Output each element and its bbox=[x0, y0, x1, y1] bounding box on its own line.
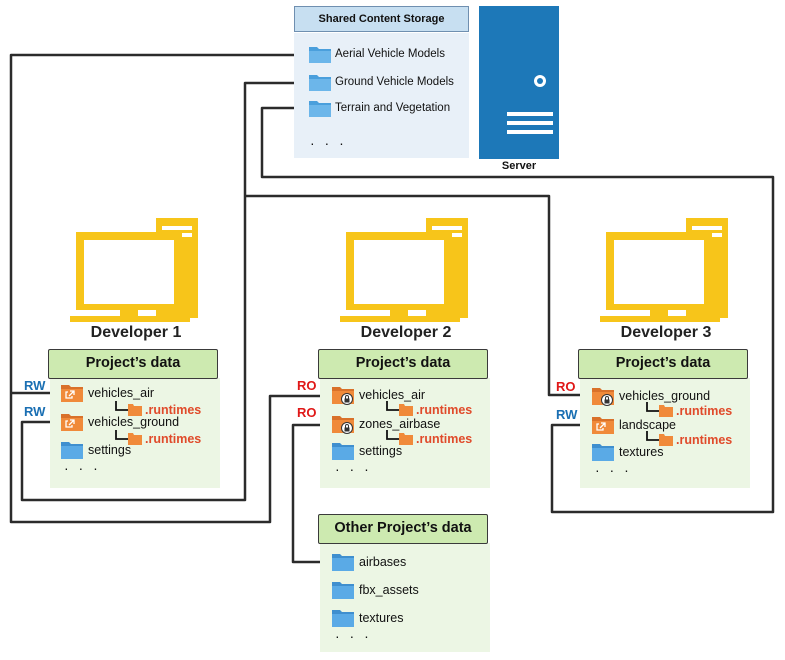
shared-storage-title: Shared Content Storage bbox=[294, 6, 469, 32]
shared-storage-panel: Aerial Vehicle Models Ground Vehicle Mod… bbox=[294, 33, 469, 158]
runtimes-subfolder[interactable]: .runtimes bbox=[658, 432, 732, 448]
folder-item-settings[interactable]: settings bbox=[60, 440, 131, 460]
storage-item-label: Ground Vehicle Models bbox=[335, 76, 454, 88]
developer-2-name: Developer 2 bbox=[360, 324, 452, 341]
wire-aerial-models bbox=[9, 53, 331, 524]
developer-1-computer-icon bbox=[70, 218, 198, 322]
folder-icon bbox=[128, 433, 142, 445]
folder-item-airbases[interactable]: airbases bbox=[331, 552, 406, 572]
folder-item-fbx-assets[interactable]: fbx_assets bbox=[331, 580, 419, 600]
tree-connector bbox=[115, 401, 128, 411]
folder-icon bbox=[128, 404, 142, 416]
developer-3-computer-icon bbox=[600, 218, 728, 322]
storage-more: · · · bbox=[310, 135, 347, 151]
linked-folder-icon bbox=[592, 417, 614, 434]
folder-icon bbox=[659, 434, 673, 446]
access-tag: RO bbox=[297, 405, 317, 420]
folder-icon bbox=[332, 443, 354, 460]
access-tag: RW bbox=[24, 404, 46, 419]
runtimes-subfolder[interactable]: .runtimes bbox=[398, 431, 472, 447]
locked-folder-icon bbox=[332, 416, 354, 434]
folder-item-landscape[interactable]: landscape bbox=[591, 415, 676, 435]
storage-item-label: Terrain and Vegetation bbox=[335, 102, 451, 114]
folder-icon bbox=[399, 433, 413, 445]
folder-icon bbox=[309, 75, 331, 91]
access-tag: RW bbox=[556, 407, 578, 422]
folder-icon bbox=[332, 554, 354, 571]
developer-2-panel-title: Project’s data bbox=[318, 349, 488, 379]
developer-1-panel-title: Project’s data bbox=[48, 349, 218, 379]
access-tag: RW bbox=[24, 378, 46, 393]
folder-item-settings[interactable]: settings bbox=[331, 441, 402, 461]
storage-item-ground[interactable]: Ground Vehicle Models bbox=[308, 71, 454, 93]
wire-other-project bbox=[291, 423, 331, 564]
developer-2-computer-icon bbox=[340, 218, 468, 322]
folder-icon bbox=[61, 442, 83, 459]
more-items: · · · bbox=[335, 628, 372, 644]
tree-connector bbox=[646, 402, 659, 412]
runtimes-subfolder[interactable]: .runtimes bbox=[658, 403, 732, 419]
access-tag: RO bbox=[556, 379, 576, 394]
folder-item-textures[interactable]: textures bbox=[591, 442, 663, 462]
folder-item-vehicles-ground[interactable]: vehicles_ground bbox=[60, 412, 179, 432]
folder-item-textures[interactable]: textures bbox=[331, 608, 403, 628]
access-tag: RO bbox=[297, 378, 317, 393]
tree-connector bbox=[386, 430, 399, 440]
folder-icon bbox=[332, 582, 354, 599]
developer-3-panel-title: Project’s data bbox=[578, 349, 748, 379]
folder-icon bbox=[399, 404, 413, 416]
tree-connector bbox=[115, 430, 128, 440]
wire-terrain bbox=[260, 106, 775, 514]
linked-folder-icon bbox=[61, 414, 83, 431]
more-items: · · · bbox=[595, 462, 632, 478]
folder-item-zones-airbase[interactable]: zones_airbase bbox=[331, 414, 440, 434]
server-label: Server bbox=[501, 160, 537, 172]
locked-folder-icon bbox=[592, 388, 614, 406]
folder-icon bbox=[332, 610, 354, 627]
tree-connector bbox=[386, 401, 399, 411]
tree-connector bbox=[646, 431, 659, 441]
developer-1-name: Developer 1 bbox=[90, 324, 182, 341]
folder-icon bbox=[309, 47, 331, 63]
more-items: · · · bbox=[335, 461, 372, 477]
folder-item-vehicles-air[interactable]: vehicles_air bbox=[60, 383, 154, 403]
storage-item-terrain[interactable]: Terrain and Vegetation bbox=[308, 97, 450, 119]
server-icon bbox=[479, 6, 559, 159]
locked-folder-icon bbox=[332, 387, 354, 405]
folder-icon bbox=[592, 444, 614, 461]
folder-item-vehicles-air[interactable]: vehicles_air bbox=[331, 385, 425, 405]
runtimes-subfolder[interactable]: .runtimes bbox=[127, 431, 201, 447]
more-items: · · · bbox=[64, 460, 101, 476]
linked-folder-icon bbox=[61, 385, 83, 402]
storage-item-aerial[interactable]: Aerial Vehicle Models bbox=[308, 43, 445, 65]
other-project-title: Other Project’s data bbox=[318, 514, 488, 544]
runtimes-subfolder[interactable]: .runtimes bbox=[127, 402, 201, 418]
folder-icon bbox=[309, 101, 331, 117]
developer-3-name: Developer 3 bbox=[620, 324, 712, 341]
wire-ground-models bbox=[20, 81, 307, 502]
folder-icon bbox=[659, 405, 673, 417]
folder-item-vehicles-ground[interactable]: vehicles_ground bbox=[591, 386, 710, 406]
storage-item-label: Aerial Vehicle Models bbox=[335, 48, 445, 60]
runtimes-subfolder[interactable]: .runtimes bbox=[398, 402, 472, 418]
